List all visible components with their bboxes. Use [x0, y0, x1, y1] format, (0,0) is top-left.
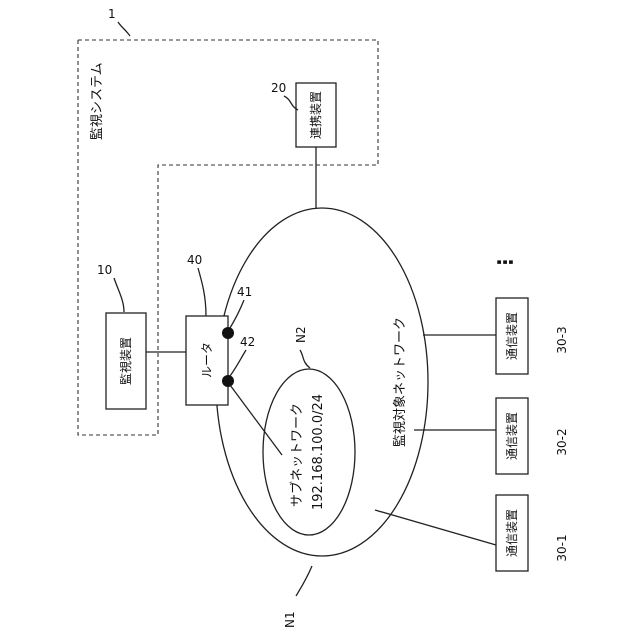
more-devices-ellipsis: ⋮	[493, 252, 517, 272]
router-ref: 40	[187, 253, 202, 267]
system-label: 監視システム	[89, 62, 105, 140]
router-port-42	[222, 375, 234, 387]
subnetwork-ref-leader	[300, 350, 310, 368]
system-ref: 1	[108, 7, 116, 21]
router-ref-leader	[198, 268, 206, 316]
subnetwork-ref: N2	[294, 326, 308, 343]
router-port-41	[222, 327, 234, 339]
comm-link-1	[375, 510, 496, 545]
router-label: ルータ	[200, 342, 214, 378]
network-ref-leader	[296, 566, 312, 596]
comm-device-3-ref: 30-3	[555, 326, 569, 353]
router-port-41-leader	[230, 300, 244, 328]
router-port-42-ref: 42	[240, 335, 255, 349]
router-port-41-ref: 41	[237, 285, 252, 299]
monitoring-device-label: 監視装置	[118, 337, 133, 385]
system-ref-leader	[118, 22, 130, 36]
router-subnet-link	[230, 385, 282, 455]
monitoring-device-ref: 10	[97, 263, 112, 277]
cooperation-device-ref: 20	[271, 81, 286, 95]
router-port-42-leader	[230, 350, 246, 376]
network-label: 監視対象ネットワーク	[392, 317, 408, 447]
comm-device-1-label: 通信装置	[505, 509, 519, 557]
comm-device-3-label: 通信装置	[505, 312, 519, 360]
subnetwork-address: 192.168.100.0/24	[311, 394, 326, 510]
comm-device-2-ref: 30-2	[555, 428, 569, 455]
subnetwork-ellipse	[263, 369, 355, 535]
monitoring-device-leader	[114, 278, 124, 312]
comm-device-2-label: 通信装置	[505, 412, 519, 460]
subnetwork-label: サブネットワーク	[289, 403, 305, 507]
cooperation-device-label: 連携装置	[308, 91, 323, 139]
network-ref: N1	[283, 611, 297, 628]
comm-device-1-ref: 30-1	[555, 534, 569, 561]
